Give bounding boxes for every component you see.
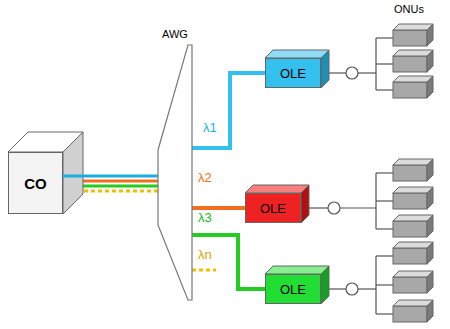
fiber-connector: [192, 73, 265, 148]
onu-side-face: [427, 215, 433, 237]
drop-fiber: [376, 63, 393, 64]
onu-top-face: [393, 159, 433, 165]
box-label: CO: [24, 175, 47, 192]
onu-top-face: [393, 271, 433, 277]
drop-fiber: [329, 72, 346, 73]
drop-fiber: [376, 172, 393, 173]
drop-fiber: [358, 288, 376, 289]
onu-box: [393, 277, 427, 293]
onu-box: [393, 56, 427, 72]
box-label: OLE: [280, 66, 306, 81]
onu-top-face: [393, 24, 433, 30]
fiber-connector: [192, 235, 265, 289]
onu-top-face: [393, 242, 433, 248]
box-top-face: [265, 50, 329, 58]
onu-top-face: [393, 300, 433, 306]
onu-side-face: [427, 50, 433, 72]
onu-box: [393, 165, 427, 181]
fiber-connector: [63, 175, 158, 178]
box-side-face: [321, 266, 329, 304]
box-side-face: [63, 132, 83, 214]
fiber-connector: [192, 206, 245, 210]
drop-fiber: [376, 313, 393, 314]
box-top-face: [265, 266, 329, 274]
onu-side-face: [427, 271, 433, 293]
awg-router: AWG: [158, 28, 192, 303]
onu-side-face: [427, 159, 433, 181]
onu-top-face: [393, 76, 433, 82]
group-label: ONUs: [394, 3, 424, 15]
ole-box: OLE: [245, 193, 301, 223]
drop-fiber: [376, 89, 393, 90]
central-office-box: CO: [8, 152, 63, 214]
drop-fiber: [358, 72, 376, 73]
drop-fiber: [376, 255, 393, 256]
wavelength-label: λ3: [198, 210, 212, 225]
onu-side-face: [427, 24, 433, 46]
onu-box: [393, 248, 427, 264]
awg-outline: [158, 28, 192, 303]
drop-fiber: [376, 37, 393, 38]
drop-fiber: [340, 207, 376, 208]
drop-fiber: [376, 228, 393, 229]
onu-box: [393, 82, 427, 98]
onu-box: [393, 193, 427, 209]
box-side-face: [321, 50, 329, 88]
ole-box: OLE: [265, 274, 321, 304]
splitter-circle: [346, 283, 358, 295]
drop-fiber: [329, 288, 346, 289]
ole-box: OLE: [265, 58, 321, 88]
fiber-stub: [192, 269, 216, 272]
wavelength-label: λ1: [203, 120, 217, 135]
splitter-circle: [328, 202, 340, 214]
wavelength-label: λ2: [198, 170, 212, 185]
onu-box: [393, 30, 427, 46]
onu-box: [393, 221, 427, 237]
box-side-face: [301, 185, 309, 223]
onu-side-face: [427, 242, 433, 264]
splitter-circle: [346, 67, 358, 79]
box-top-face: [245, 185, 309, 193]
box-label: OLE: [260, 201, 286, 216]
drop-fiber: [309, 207, 328, 208]
onu-box: [393, 306, 427, 322]
onu-top-face: [393, 50, 433, 56]
drop-fiber: [376, 200, 393, 201]
drop-fiber: [376, 284, 393, 285]
wavelength-label: λn: [198, 247, 212, 262]
awg-prism: [158, 45, 192, 300]
onu-side-face: [427, 76, 433, 98]
onu-top-face: [393, 187, 433, 193]
onu-side-face: [427, 300, 433, 322]
onu-side-face: [427, 187, 433, 209]
onu-top-face: [393, 215, 433, 221]
box-label: OLE: [280, 282, 306, 297]
device-name: AWG: [162, 28, 188, 40]
